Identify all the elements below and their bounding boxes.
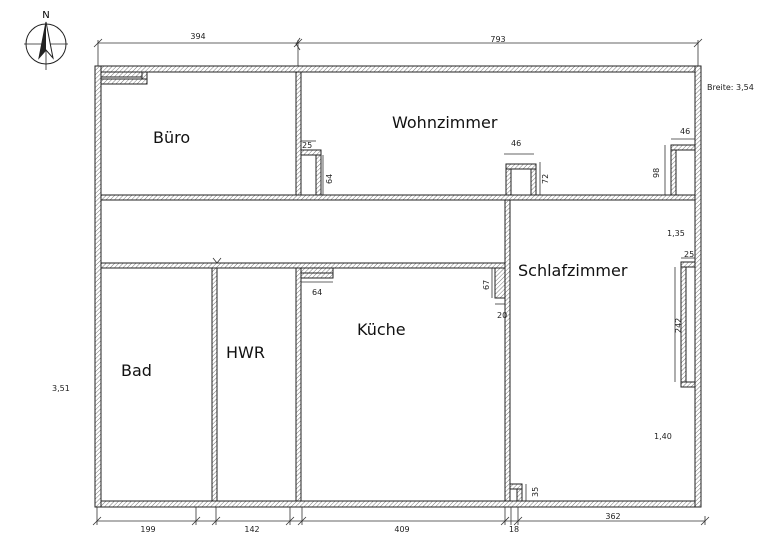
interior-dimensions: 25 64 46 72 46 98 64 67 20 25 242 35 xyxy=(301,127,695,501)
dim-bottom-5: 362 xyxy=(605,512,620,521)
dim-top-left: 394 xyxy=(190,32,205,41)
kueche-niche xyxy=(300,267,334,274)
dimension-bottom: 199 142 409 18 362 xyxy=(92,507,710,534)
dim-right-niche-h: 98 xyxy=(652,168,661,178)
notes: Breite: 3,54 1,35 1,40 3,51 xyxy=(52,83,754,441)
dim-buero-niche-h: 64 xyxy=(325,174,334,184)
outer-wall-top xyxy=(94,65,702,73)
dim-wohn-niche-w: 46 xyxy=(511,139,521,148)
room-label-bad: Bad xyxy=(121,361,152,380)
outer-wall-left xyxy=(94,65,102,508)
compass: N xyxy=(24,10,68,70)
dim-wohn-niche-h: 72 xyxy=(541,174,550,184)
dim-right-niche-w: 46 xyxy=(680,127,690,136)
dim-bottom-2: 142 xyxy=(244,525,259,534)
dim-kueche-niche-w: 64 xyxy=(312,288,322,297)
dim-bottom-4: 18 xyxy=(509,525,519,534)
room-label-schlafzimmer: Schlafzimmer xyxy=(518,261,628,280)
wohnzimmer-niche xyxy=(505,163,537,170)
room-label-kueche: Küche xyxy=(357,320,406,339)
wall-buero-wohn xyxy=(295,71,302,196)
schlafzimmer-window-recess xyxy=(680,261,696,268)
bottom-niche xyxy=(509,483,523,490)
dim-pillar-w: 20 xyxy=(497,311,507,320)
room-label-hwr: HWR xyxy=(226,343,265,362)
room-label-buero: Büro xyxy=(153,128,190,147)
door-marks xyxy=(212,37,301,264)
dim-buero-niche-w: 25 xyxy=(302,141,312,150)
dim-pillar-h: 67 xyxy=(482,280,491,290)
dim-bottom-niche-h: 35 xyxy=(531,487,540,497)
outer-wall-right xyxy=(694,65,702,508)
buero-corner-cabinet xyxy=(100,71,148,78)
dim-bottom-1: 199 xyxy=(140,525,155,534)
wall-hwr-kueche xyxy=(295,267,302,502)
note-351: 3,51 xyxy=(52,384,70,393)
dim-bottom-3: 409 xyxy=(394,525,409,534)
room-label-wohnzimmer: Wohnzimmer xyxy=(392,113,498,132)
wall-kueche-schlaf xyxy=(504,199,511,502)
note-140: 1,40 xyxy=(654,432,672,441)
right-chimney-niche xyxy=(670,144,696,151)
dim-window-w: 25 xyxy=(684,250,694,259)
dimension-top: 394 793 xyxy=(93,32,703,66)
buero-niche xyxy=(300,149,322,156)
dim-top-right: 793 xyxy=(490,35,505,44)
wall-corridor-bottom xyxy=(100,262,511,269)
dim-window-h: 242 xyxy=(674,318,683,333)
room-labels: Büro Wohnzimmer Schlafzimmer Küche HWR B… xyxy=(121,113,628,380)
wall-bad-hwr xyxy=(211,267,218,502)
note-135: 1,35 xyxy=(667,229,685,238)
schlafzimmer-pillar xyxy=(494,267,506,299)
note-breite: Breite: 3,54 xyxy=(707,83,754,92)
compass-north-label: N xyxy=(42,10,49,21)
outer-wall-bottom xyxy=(94,500,702,508)
wall-corridor-top xyxy=(100,194,696,201)
